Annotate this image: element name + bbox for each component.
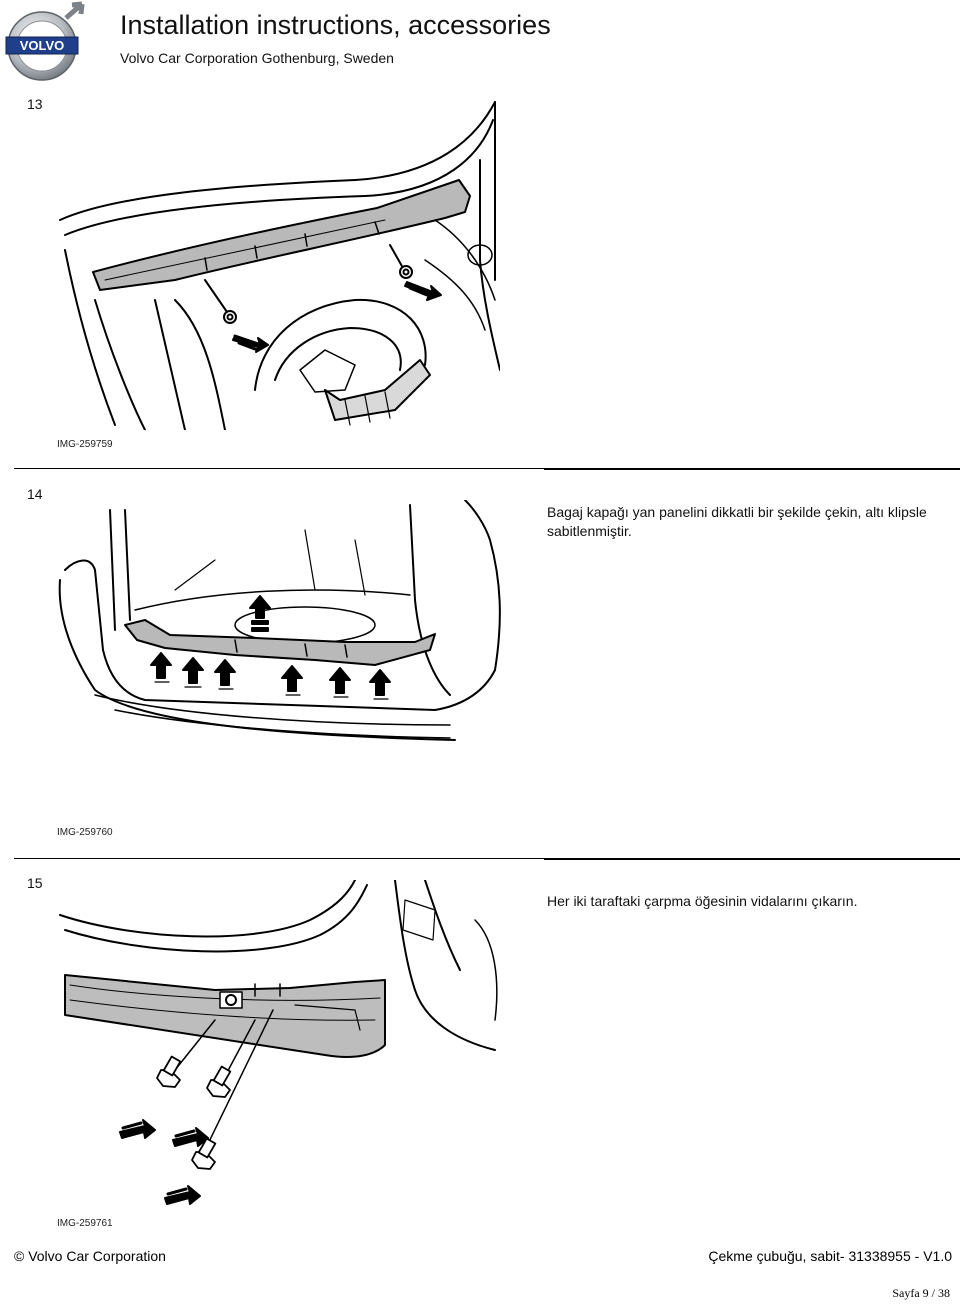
step-number: 14 bbox=[27, 486, 43, 502]
volvo-logo: VOLVO bbox=[2, 0, 88, 86]
footer-document-id: Çekme çubuğu, sabit- 31338955 - V1.0 bbox=[708, 1248, 952, 1264]
image-id: IMG-259760 bbox=[57, 827, 113, 838]
step-instruction: Her iki taraftaki çarpma öğesinin vidala… bbox=[547, 893, 858, 909]
page-number: Sayfa 9 / 38 bbox=[892, 1286, 950, 1300]
section-divider bbox=[14, 858, 960, 860]
logo-wordmark: VOLVO bbox=[20, 38, 65, 53]
image-id: IMG-259761 bbox=[57, 1218, 113, 1229]
image-id: IMG-259759 bbox=[57, 439, 113, 450]
document-subtitle: Volvo Car Corporation Gothenburg, Sweden bbox=[120, 50, 394, 66]
step-number: 15 bbox=[27, 875, 43, 891]
step-15-illustration bbox=[55, 879, 500, 1210]
document-title: Installation instructions, accessories bbox=[120, 10, 551, 40]
step-13-illustration bbox=[55, 100, 501, 431]
step-number: 13 bbox=[27, 96, 43, 112]
step-instruction: Bagaj kapağı yan panelini dikkatli bir ş… bbox=[547, 504, 927, 539]
step-14-illustration bbox=[55, 499, 505, 750]
section-divider bbox=[14, 468, 960, 470]
footer-copyright: © Volvo Car Corporation bbox=[14, 1248, 166, 1264]
